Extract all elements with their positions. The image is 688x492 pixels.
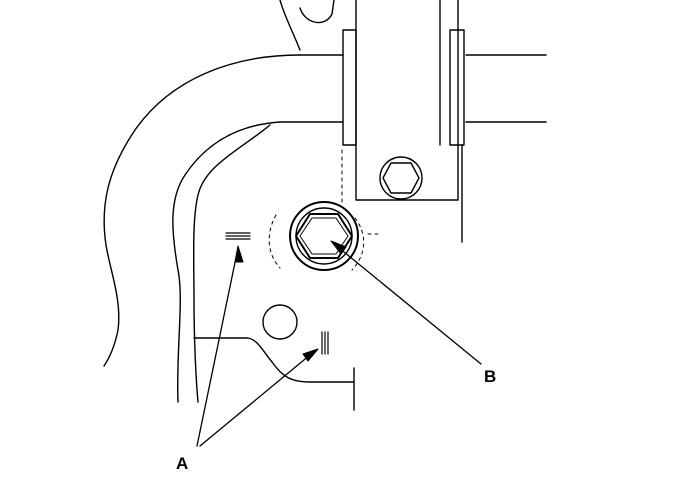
bushing-right xyxy=(449,29,465,146)
lower-bracket-outline xyxy=(193,337,355,383)
bolt-b-washer xyxy=(289,201,359,271)
arrowhead-a-right xyxy=(302,348,319,362)
upper-bolt-head-outer xyxy=(379,156,423,200)
bolt-b-flange xyxy=(295,207,353,265)
frame-inner-contour xyxy=(172,121,281,403)
body-outer-curve xyxy=(279,0,301,51)
arrowheads xyxy=(234,240,347,362)
mark-a-left xyxy=(225,232,251,240)
bolt-b-hex-inner xyxy=(299,217,349,255)
hidden-line-right xyxy=(351,217,365,271)
hidden-line-left xyxy=(268,214,281,269)
callout-b-label: B xyxy=(484,367,497,386)
leader-a-left xyxy=(196,247,239,447)
leader-a-right xyxy=(199,349,317,447)
arrowhead-b xyxy=(330,240,347,255)
link-plate xyxy=(355,0,459,201)
locating-hole xyxy=(262,304,298,340)
bushing-left xyxy=(342,29,357,146)
leader-lines xyxy=(196,242,482,447)
frame-outer-contour xyxy=(103,54,301,367)
arrowhead-a-left xyxy=(234,245,244,263)
bolt-b-hex xyxy=(295,213,353,259)
leader-b xyxy=(332,242,482,365)
callout-a-label: A xyxy=(176,454,189,473)
upper-bolt-hex xyxy=(382,162,420,194)
mark-a-right xyxy=(321,331,329,355)
top-hole-outline xyxy=(299,0,335,24)
frame-inner-contour-2 xyxy=(192,124,271,403)
